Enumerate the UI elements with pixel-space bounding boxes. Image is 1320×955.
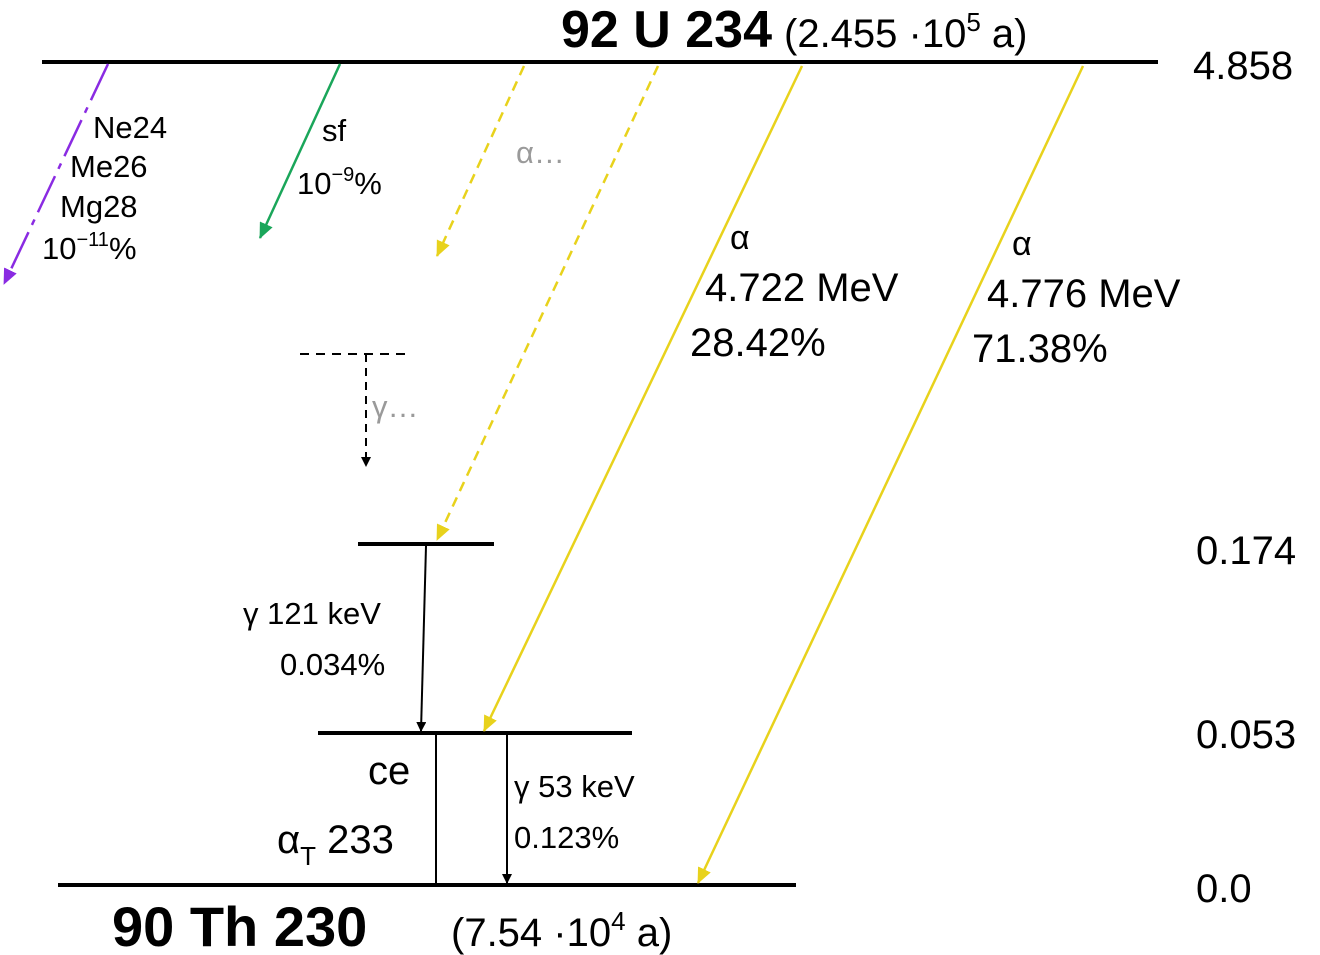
alpha2-energy: 4.776 MeV — [987, 272, 1181, 316]
sf-label: sf — [322, 113, 347, 148]
gamma121-arrow — [416, 545, 427, 732]
alpha2-intensity: 71.38% — [972, 327, 1108, 371]
sf-branching: 10−9% — [297, 164, 382, 201]
alpha1-decay-arrow — [482, 65, 804, 732]
daughter-halflife-prefix: (7.54 ·10 — [451, 911, 611, 955]
alpha1-energy: 4.722 MeV — [705, 266, 899, 310]
ce-coefficient: αT 233 — [277, 818, 394, 871]
gamma-other-label: γ… — [372, 389, 419, 424]
ce-coef-subscript: T — [300, 841, 316, 871]
cluster-branching: 10−11% — [42, 229, 137, 266]
sf-decay-arrow — [258, 63, 342, 239]
parent-halflife: (2.455 ·105 a) — [784, 7, 1028, 56]
alpha2-symbol: α — [1012, 225, 1032, 263]
alpha2-decay-arrow — [696, 65, 1085, 884]
sf-branching-base: 10 — [297, 166, 331, 201]
cluster-label-ne24: Ne24 — [93, 110, 167, 145]
cluster-label-me26: Me26 — [70, 149, 148, 184]
ce-coef-value: 233 — [316, 818, 394, 862]
parent-halflife-exponent: 5 — [966, 7, 980, 37]
cluster-decay-arrow — [2, 63, 110, 285]
gamma121-intensity: 0.034% — [280, 647, 385, 682]
sf-branching-exponent: −9 — [331, 164, 354, 186]
sf-branching-unit: % — [354, 166, 382, 201]
parent-halflife-prefix: (2.455 ·10 — [784, 12, 966, 56]
cluster-branching-exponent: −11 — [76, 229, 108, 251]
parent-nuclide-title: 92 U 234 — [561, 1, 772, 59]
energy-label-0000: 0.0 — [1196, 867, 1252, 911]
cluster-label-mg28: Mg28 — [60, 189, 138, 224]
parent-halflife-suffix: a) — [981, 12, 1028, 56]
gamma121-energy: γ 121 keV — [243, 596, 381, 631]
ce-coef-symbol: α — [277, 818, 300, 862]
energy-label-4858: 4.858 — [1193, 44, 1293, 88]
gamma53-intensity: 0.123% — [514, 820, 619, 855]
ce-label: ce — [368, 749, 410, 793]
daughter-halflife-exponent: 4 — [611, 906, 625, 936]
cluster-branching-unit: % — [109, 231, 137, 266]
daughter-halflife-suffix: a) — [626, 911, 673, 955]
alpha1-intensity: 28.42% — [690, 321, 826, 365]
cluster-branching-base: 10 — [42, 231, 76, 266]
alpha-other-label: α… — [516, 135, 565, 170]
daughter-halflife: (7.54 ·104 a) — [451, 906, 672, 955]
alpha-other-arrow-1 — [435, 65, 526, 257]
daughter-nuclide-title: 90 Th 230 — [112, 895, 367, 955]
alpha1-symbol: α — [730, 219, 750, 257]
energy-label-0174: 0.174 — [1196, 529, 1296, 573]
gamma53-energy: γ 53 keV — [514, 769, 635, 804]
alpha-other-arrow-2 — [435, 65, 660, 541]
energy-label-0053: 0.053 — [1196, 713, 1296, 757]
